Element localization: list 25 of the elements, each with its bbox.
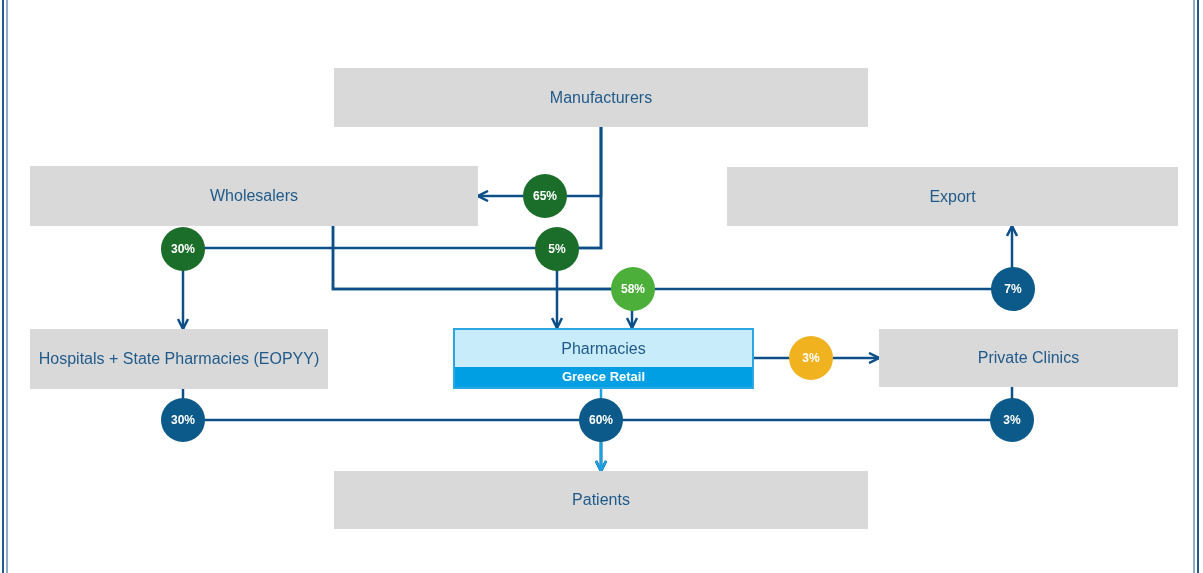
percentage-badge: 30%: [161, 398, 205, 442]
process-box: [453, 328, 754, 389]
node-label: Patients: [572, 491, 630, 509]
connector-arrow: [331, 224, 1019, 291]
node-label: Export: [929, 187, 976, 206]
percentage-badge: 65%: [523, 174, 567, 218]
percentage-badge: 3%: [990, 398, 1034, 442]
process-box: [334, 68, 868, 127]
node-label: Wholesalers: [210, 187, 298, 205]
process-box: [727, 167, 1178, 226]
percentage-badge: 5%: [535, 227, 579, 271]
node-label: Manufacturers: [549, 88, 653, 107]
process-box: [30, 329, 328, 389]
process-box: [30, 166, 478, 226]
node-label: Private Clinics: [977, 349, 1080, 367]
node-label: Hospitals + State Pharmacies (EOPYY): [38, 350, 320, 368]
percentage-badge: 3%: [789, 336, 833, 380]
process-box: [879, 329, 1178, 387]
percentage-badge: 60%: [579, 398, 623, 442]
percentage-badge: 58%: [611, 267, 655, 311]
percentage-badge: 30%: [161, 227, 205, 271]
subtitle-band: Greece Retail: [455, 367, 752, 387]
process-box: [334, 471, 868, 529]
node-label: Pharmacies: [561, 338, 646, 359]
percentage-badge: 7%: [991, 267, 1035, 311]
